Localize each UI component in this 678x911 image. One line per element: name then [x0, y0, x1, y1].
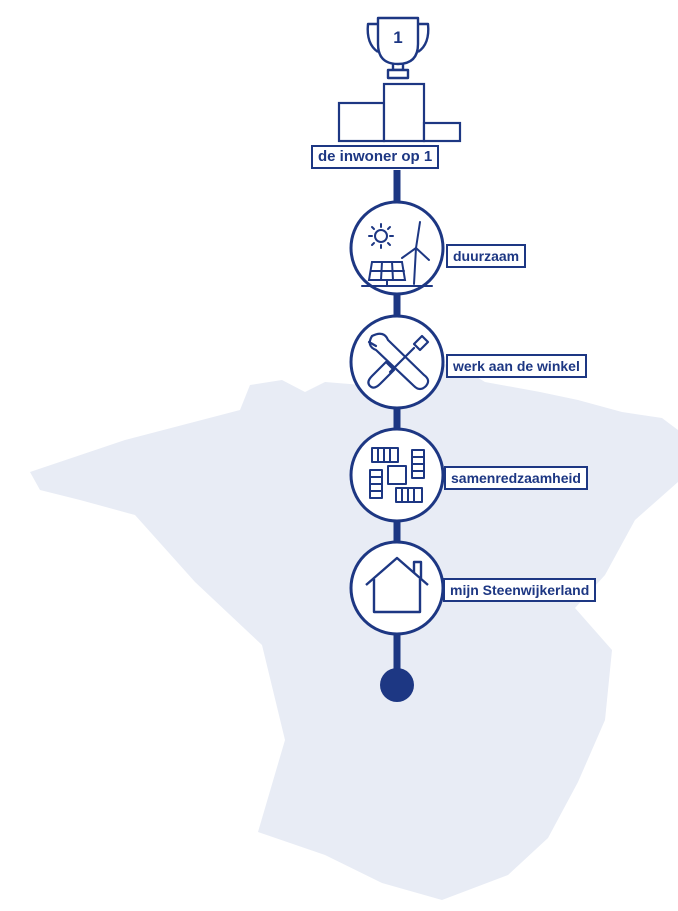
step-circle-werk-aan-de-winkel: [349, 314, 445, 410]
step-circle-mijn-steenwijkerland: [349, 540, 445, 636]
sun-wind-solar-icon: [361, 221, 433, 287]
region-map-shape: [30, 362, 678, 900]
step-label-duurzaam: duurzaam: [446, 244, 527, 268]
timeline-end-dot: [380, 668, 414, 702]
podium-icon: [337, 82, 462, 143]
step-label-samenredzaamheid: samenredzaamheid: [444, 466, 588, 490]
step-label-mijn-steenwijkerland: mijn Steenwijkerland: [443, 578, 597, 602]
rank-number: 1: [393, 28, 403, 47]
wrench-screwdriver-icon: [367, 332, 430, 391]
trophy-icon: [366, 16, 430, 80]
step-circle-duurzaam: [349, 200, 445, 296]
header-title-label: de inwoner op 1: [311, 145, 440, 169]
joined-hands-icon: [369, 447, 425, 503]
house-icon: [365, 556, 429, 614]
step-circle-samenredzaamheid: [349, 427, 445, 523]
step-label-werk-aan-de-winkel: werk aan de winkel: [446, 354, 587, 378]
